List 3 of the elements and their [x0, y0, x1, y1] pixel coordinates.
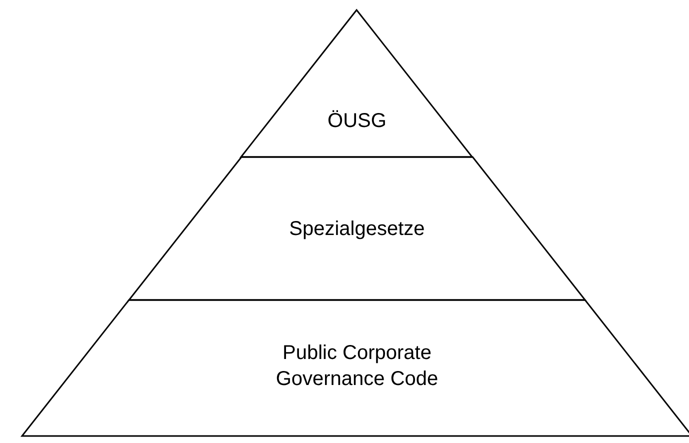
tier-label: Public Corporate Governance Code	[274, 341, 440, 392]
tier-label: Spezialgesetze	[288, 217, 426, 242]
tier-label: ÖUSG	[326, 109, 388, 134]
